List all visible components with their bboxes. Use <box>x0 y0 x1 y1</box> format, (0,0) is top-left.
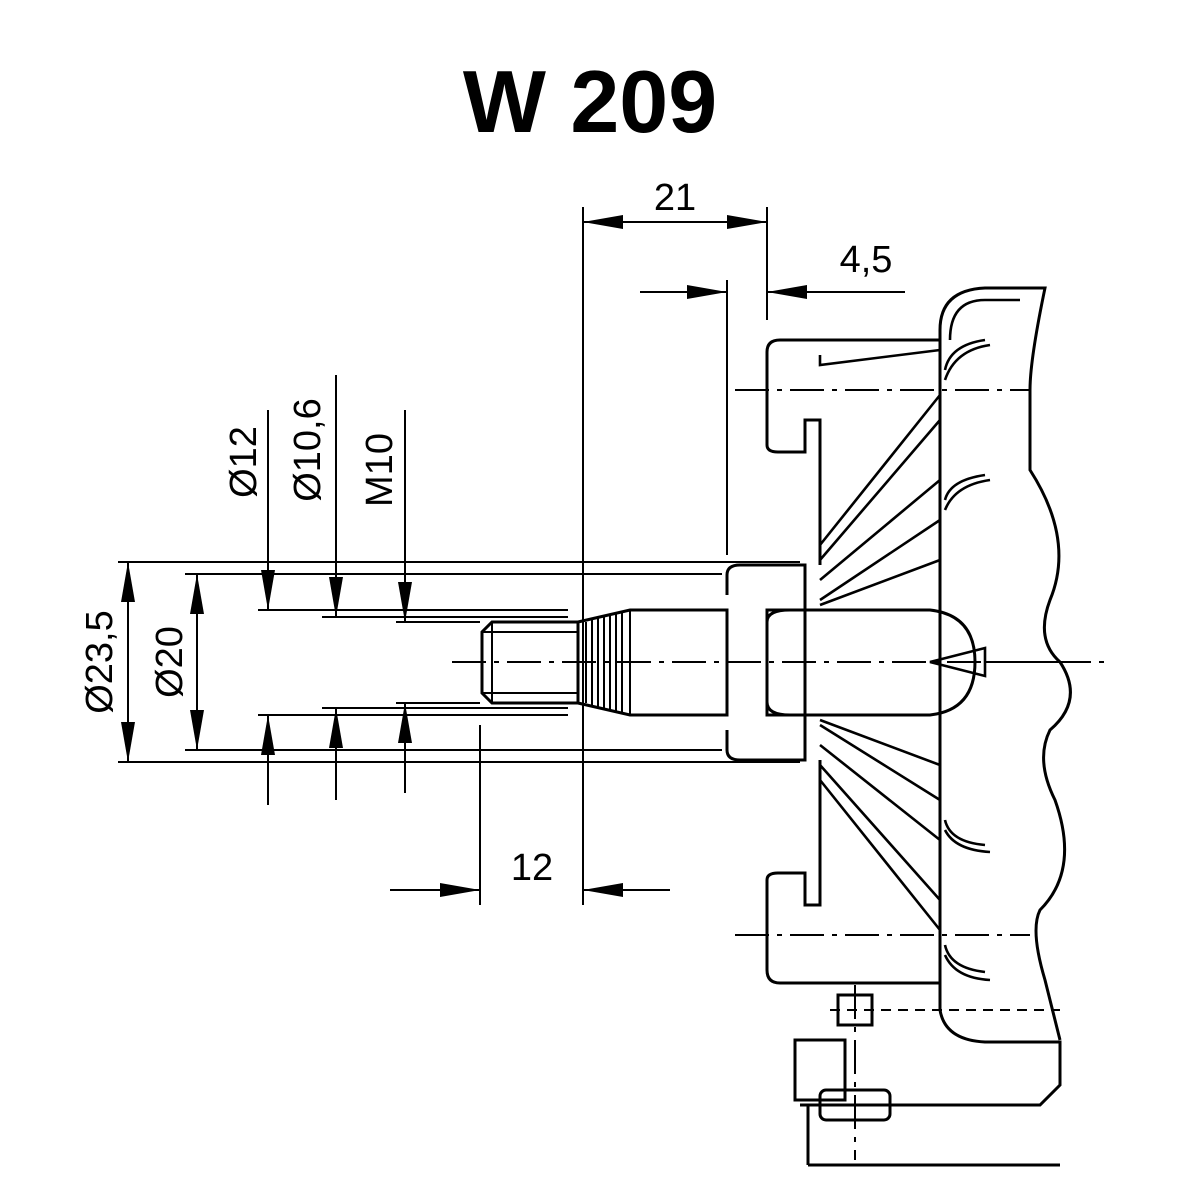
dim-diameter-23-5: Ø23,5 <box>79 610 121 714</box>
cooling-fins <box>818 394 942 931</box>
dim-thread-m10: M10 <box>359 433 401 507</box>
diameter-dimension-lines <box>121 375 412 805</box>
knurl-pattern <box>585 612 623 713</box>
length-dimension-lines <box>390 207 905 905</box>
dim-length-21: 21 <box>654 177 696 219</box>
center-lines <box>452 389 1105 1160</box>
dim-length-12: 12 <box>511 847 553 889</box>
crankshaft-end <box>480 563 807 762</box>
dim-diameter-10-6: Ø10,6 <box>287 398 329 502</box>
dim-length-4-5: 4,5 <box>840 239 893 281</box>
diameter-extension-lines <box>118 561 800 763</box>
drawing-title: W 209 <box>463 52 717 151</box>
dim-diameter-12: Ø12 <box>223 426 265 498</box>
wall-ribs <box>943 338 991 982</box>
engine-housing <box>765 286 1072 1167</box>
dim-diameter-20: Ø20 <box>149 626 191 698</box>
